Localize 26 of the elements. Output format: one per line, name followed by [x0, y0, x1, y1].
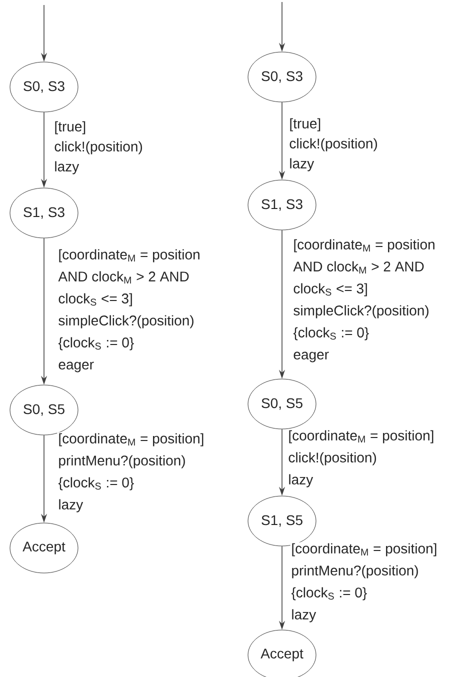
edge-label: printMenu?(position) [59, 455, 185, 468]
edge-label: simpleClick?(position) [294, 305, 428, 318]
edge-label: clock$_{S}$ <= 3] [294, 283, 367, 296]
edge-label: printMenu?(position) [292, 565, 418, 578]
edge-label: [coordinate$_{M}$ = position] click!(position) lazy [287, 429, 436, 488]
edge-label: [coordinate$_{M}$ = position AND clock$_{M}$ > 2 AND clock$_{S}$ <= 3] simpleClick?(position) {clock$_{S}$ := 0} eager [292, 238, 436, 364]
edge-label: lazy [292, 609, 316, 622]
edge-label: eager [58, 362, 94, 372]
edge-label: simpleClick?(position) [58, 315, 194, 328]
edge-label: [coordinate$_{M}$ = position] [59, 433, 204, 446]
edge-label: AND clock$_{M}$ > 2 AND [293, 261, 424, 274]
edge-label: [coordinate$_{M}$ = position] printMenu?(position) {clock$_{S}$ := 0} lazy [57, 432, 206, 514]
edge-label: {clock$_{S}$ := 0} [293, 327, 369, 340]
edge-label: [coordinate$_{M}$ = position AND clock$_{M}$ > 2 AND clock$_{S}$ <= 3] simpleClick?(position) {clock$_{S}$ := 0} eager [57, 248, 202, 374]
edge-label: [coordinate$_{M}$ = position] printMenu?(position) {clock$_{S}$ := 0} lazy [290, 542, 438, 624]
edge-label: eager [294, 352, 329, 362]
edge-label: clock$_{S}$ <= 3] [58, 293, 132, 306]
edge-label: [coordinate$_{M}$ = position [294, 239, 434, 252]
edge-label: {clock$_{S}$ := 0} [58, 337, 134, 350]
edge-label: lazy [59, 499, 84, 512]
edge-label: {clock$_{S}$ := 0} [291, 587, 367, 600]
edge-label: AND clock$_{M}$ > 2 AND [58, 271, 189, 284]
edge-label: [true] click!(position) lazy [288, 117, 379, 172]
edge-label: {clock$_{S}$ := 0} [58, 477, 134, 490]
edge-label: [coordinate$_{M}$ = position [59, 249, 200, 262]
edge-label: [true] click!(position) lazy [53, 120, 144, 176]
